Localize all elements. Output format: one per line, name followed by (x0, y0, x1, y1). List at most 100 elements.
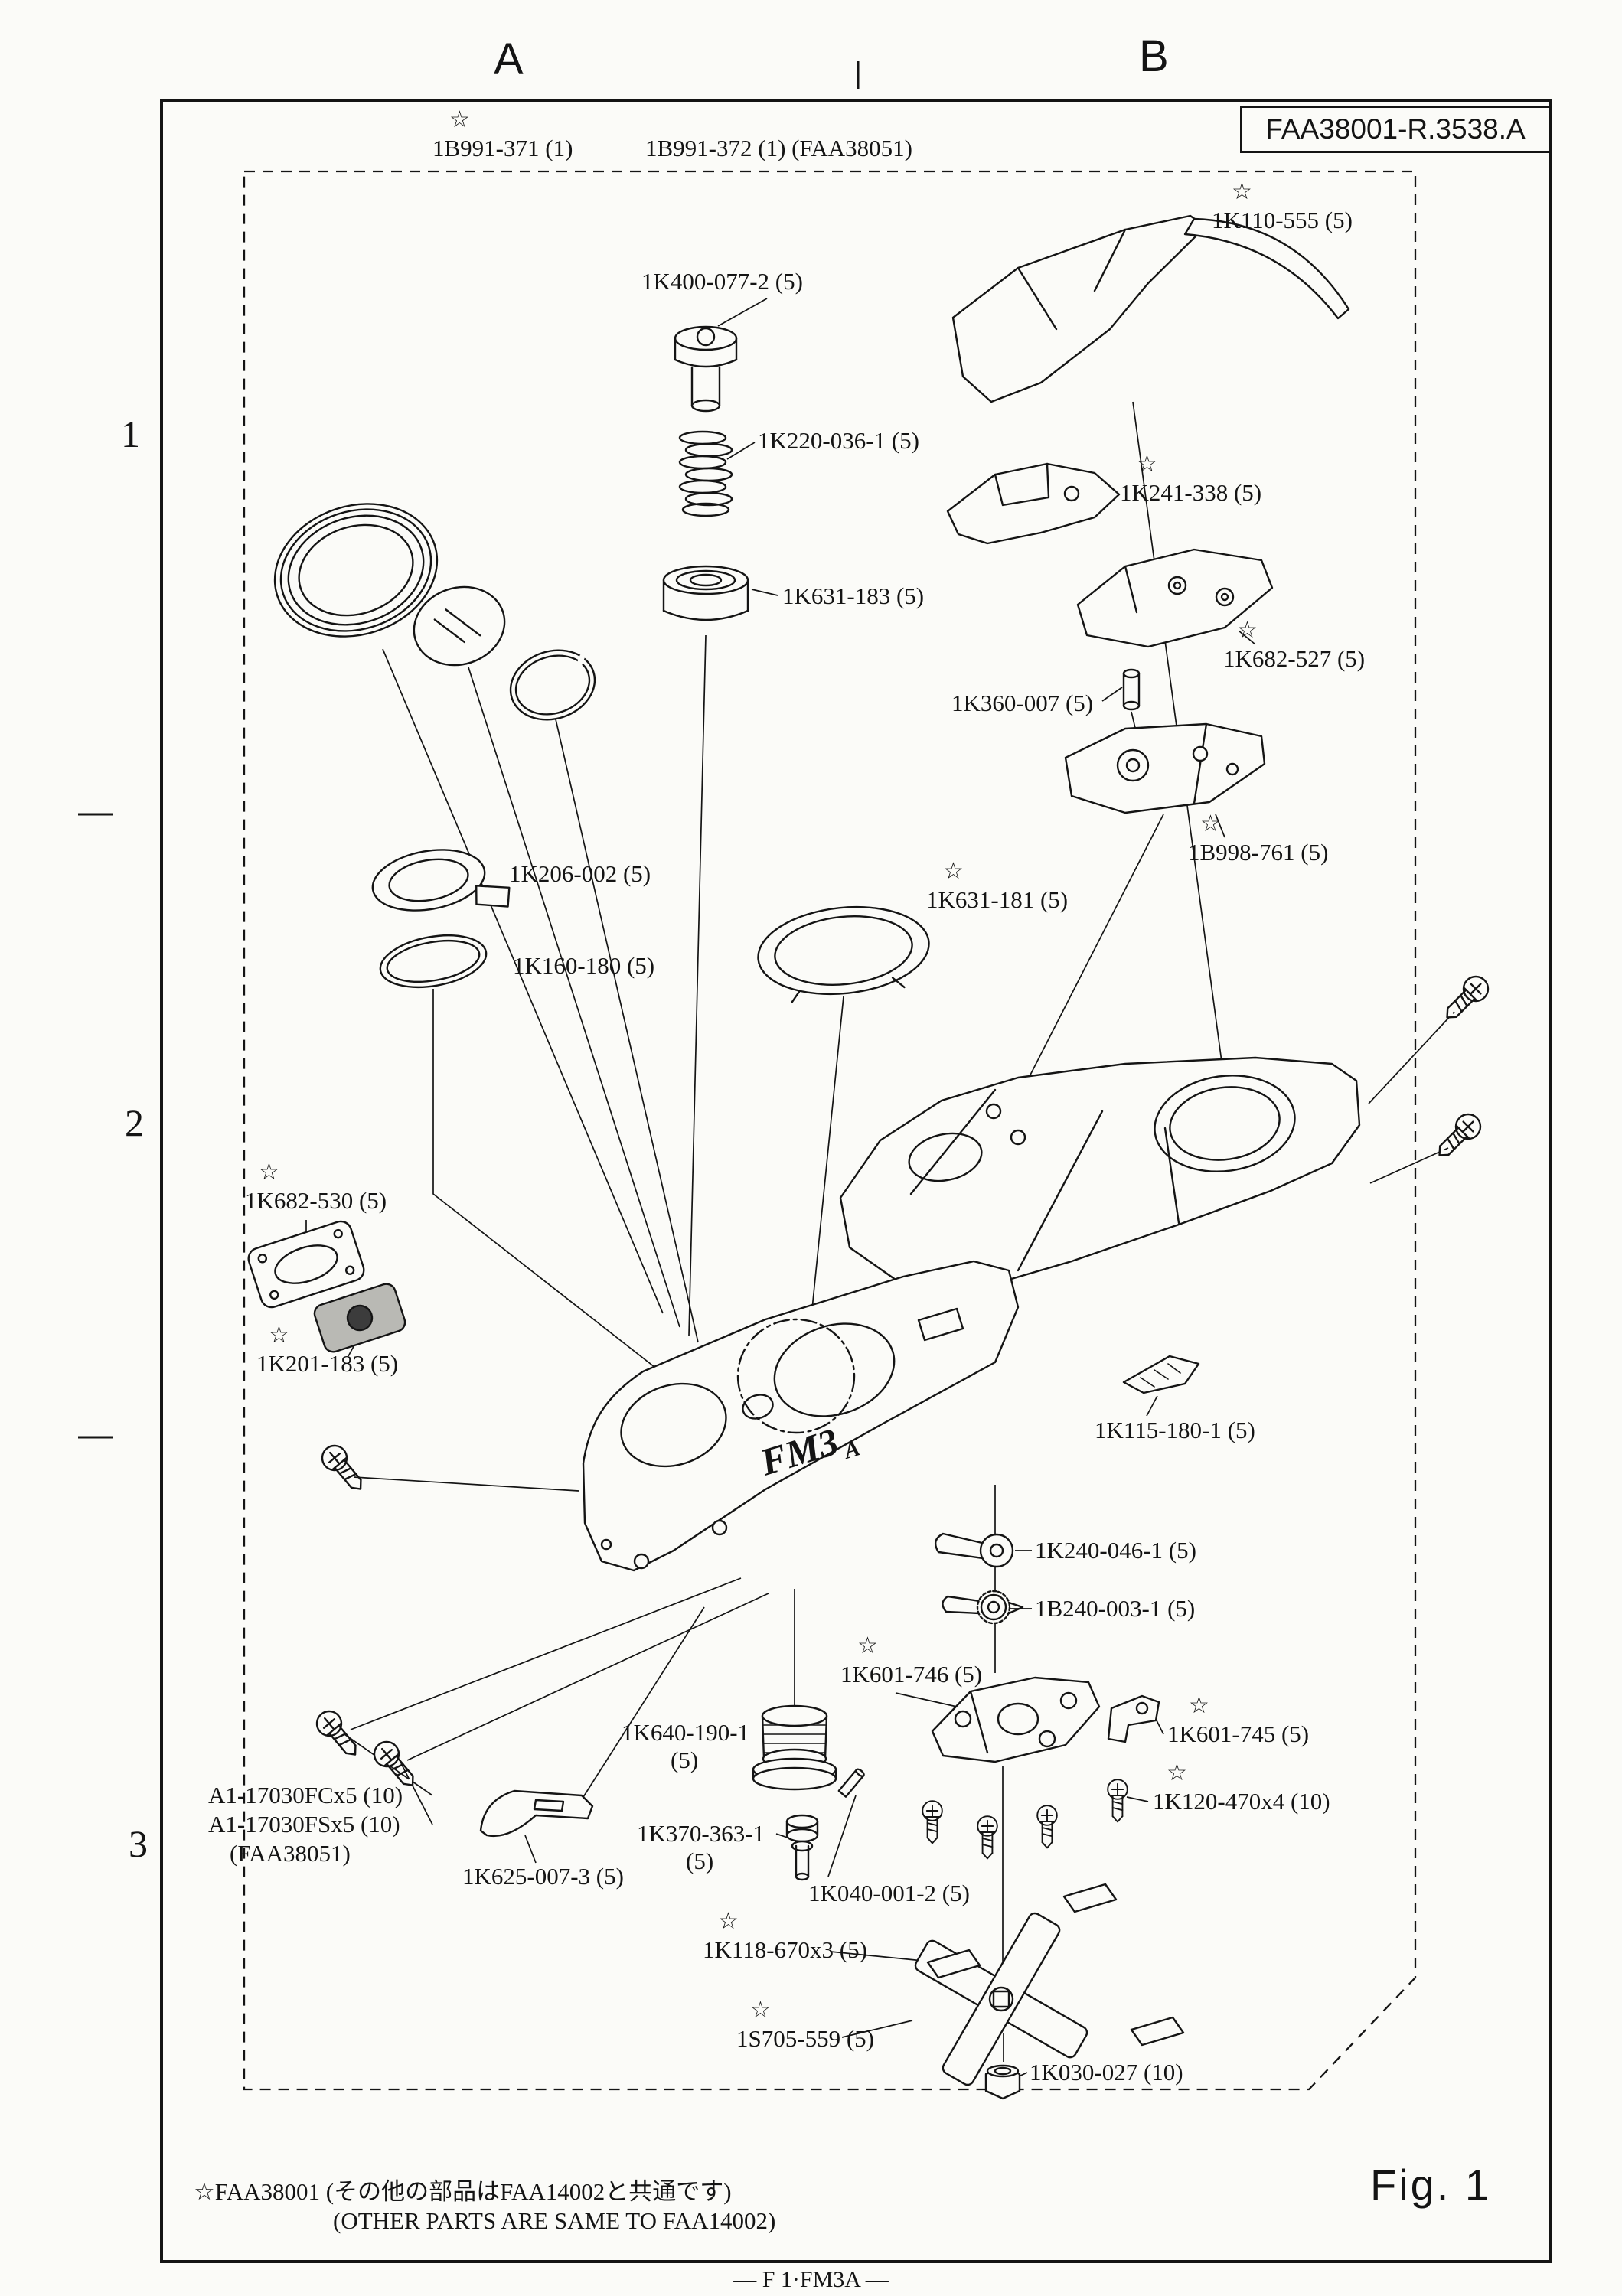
lever-1b240-003-1-part (942, 1590, 1024, 1625)
pads-1k118-670-part (926, 1883, 1185, 2047)
star-icon: ☆ (943, 859, 964, 884)
part-label: 1K220-036-1 (5) (758, 429, 919, 452)
part-label: 1K040-001-2 (5) (808, 1881, 970, 1905)
part-number-text: 1K682-530 (5) (245, 1187, 387, 1214)
ring-1k206-002-part (371, 849, 511, 912)
part-number-text: 1K201-183 (5) (256, 1350, 399, 1377)
star-icon: ☆ (857, 1633, 878, 1658)
star-icon: ☆ (1232, 179, 1252, 204)
front-cover-part: FM3 A (582, 1260, 1020, 1572)
plate-1b998-761-part (1064, 722, 1266, 814)
part-number-text: 1K682-527 (5) (1223, 645, 1366, 672)
part-number-text: 1K631-181 (5) (926, 886, 1069, 913)
part-number-text: 1S705-559 (5) (736, 2025, 874, 2052)
part-label: (FAA38051) (230, 1841, 351, 1865)
part-label: 1K160-180 (5) (513, 954, 654, 977)
part-label: ☆1K120-470x4 (10) (1153, 1762, 1330, 1814)
part-number-text: 1K240-046-1 (5) (1035, 1537, 1196, 1564)
nut-1k030-027-part (984, 2064, 1021, 2100)
star-icon: ☆ (750, 1998, 771, 2023)
lever-1k240-046-1-part (934, 1532, 1014, 1568)
bracket-1k241-338-part (946, 462, 1121, 545)
part-number-text: 1K220-036-1 (5) (758, 427, 919, 454)
bracket-1k625-007-3-part (479, 1789, 594, 1838)
gasket-1k201-183-part (313, 1283, 406, 1353)
column-header-b: B (1139, 31, 1169, 81)
note-line-1: ☆FAA38001 (その他の部品はFAA14002と共通です) (194, 2178, 732, 2205)
screw-1k370-363-1-part (785, 1814, 819, 1881)
star-icon: ☆ (269, 1322, 289, 1348)
ring-1k631-181-part (757, 905, 930, 1003)
part-number-text: 1K400-077-2 (5) (641, 268, 803, 295)
registration-ticks (78, 61, 860, 1439)
row-header-3: 3 (129, 1822, 148, 1865)
part-number-text: 1K370-363-1 (637, 1820, 765, 1847)
part-label: ☆1K682-527 (5) (1223, 619, 1366, 672)
part-number-text: 1K118-670x3 (5) (703, 1936, 867, 1963)
part-number-text: 1K625-007-3 (5) (462, 1863, 624, 1890)
part-label: ☆ 1B991-371 (1) (432, 109, 573, 161)
part-number-text: A1-17030FSx5 (10) (208, 1811, 400, 1838)
spring-part (678, 430, 733, 517)
star-icon: ☆ (1237, 618, 1258, 643)
part-number-text: 1K640-190-1 (622, 1719, 750, 1746)
star-icon: ☆ (1167, 1760, 1187, 1786)
part-label: 1K400-077-2 (5) (641, 269, 803, 293)
part-label: 1K631-183 (5) (782, 584, 924, 608)
part-label: ☆1K118-670x3 (5) (703, 1910, 867, 1963)
part-number-text: (5) (671, 1746, 699, 1773)
part-label: (5) (686, 1849, 713, 1873)
eyepiece-lens-part (413, 585, 506, 667)
part-label: ☆1K631-181 (5) (926, 860, 1069, 913)
leader-lines (305, 298, 1455, 2081)
part-label: (5) (671, 1748, 698, 1772)
part-label: ☆ 1K110-555 (5) (1212, 181, 1353, 233)
barrel-1k640-190-1-part (752, 1704, 837, 1791)
document-number-box: FAA38001-R.3538.A (1240, 106, 1551, 153)
part-number-text: 1K115-180-1 (5) (1095, 1417, 1255, 1443)
part-label: 1K115-180-1 (5) (1095, 1418, 1255, 1442)
part-label: 1K370-363-1 (637, 1821, 765, 1845)
part-label: A1-17030FSx5 (10) (208, 1812, 400, 1836)
eyepiece-ring-part (273, 503, 439, 638)
figure-label: Fig. 1 (1370, 2161, 1492, 2209)
barrel-1k631-183-part (662, 565, 749, 621)
column-header-a: A (494, 34, 524, 84)
part-number-text: 1K631-183 (5) (782, 582, 925, 609)
part-label: A1-17030FCx5 (10) (208, 1783, 403, 1807)
part-number-text: 1K110-555 (5) (1212, 207, 1353, 233)
part-number-text: (FAA38051) (230, 1840, 351, 1867)
star-icon: ☆ (449, 107, 470, 132)
star-icon: ☆ (718, 1909, 739, 1934)
part-number-text: 1K601-745 (5) (1167, 1720, 1310, 1747)
part-label: 1K206-002 (5) (509, 862, 651, 885)
row-header-2: 2 (125, 1101, 144, 1144)
star-icon: ☆ (1137, 452, 1157, 477)
part-number-text: 1B991-371 (1) (432, 135, 573, 161)
part-label: 1K625-007-3 (5) (462, 1864, 624, 1888)
part-number-text: 1K360-007 (5) (951, 690, 1094, 716)
part-number-text: 1K030-027 (10) (1030, 2059, 1183, 2086)
part-label: 1K030-027 (10) (1030, 2060, 1183, 2084)
star-icon: ☆ (1200, 811, 1221, 837)
part-number-text: 1B240-003-1 (5) (1035, 1595, 1196, 1622)
part-label: ☆1K241-338 (5) (1120, 453, 1261, 505)
part-number-text: 1B998-761 (5) (1188, 839, 1329, 866)
part-label: 1K640-190-1 (622, 1720, 749, 1744)
top-screw-part (674, 325, 738, 413)
page-border (160, 99, 1552, 2263)
note-line-2: (OTHER PARTS ARE SAME TO FAA14002) (333, 2207, 776, 2234)
part-label: 1B991-372 (1) (FAA38051) (645, 136, 912, 160)
row-header-1: 1 (121, 413, 140, 455)
pin-1k040-001-2-part (837, 1768, 865, 1798)
part-number-text: 1K040-001-2 (5) (808, 1880, 970, 1906)
camera-logo-sub: A (840, 1435, 863, 1464)
part-label: ☆1K201-183 (5) (256, 1324, 399, 1377)
part-label: ☆1K682-530 (5) (245, 1161, 387, 1214)
part-label: ☆1S705-559 (5) (736, 1999, 874, 2052)
part-number-text: 1B991-372 (1) (FAA38051) (645, 135, 913, 161)
clip-1k115-180-1-part (1122, 1355, 1200, 1394)
page-footer: — F 1·FM3A — (733, 2267, 889, 2292)
part-label: 1K240-046-1 (5) (1035, 1538, 1196, 1562)
part-label: ☆1K601-746 (5) (840, 1635, 982, 1687)
